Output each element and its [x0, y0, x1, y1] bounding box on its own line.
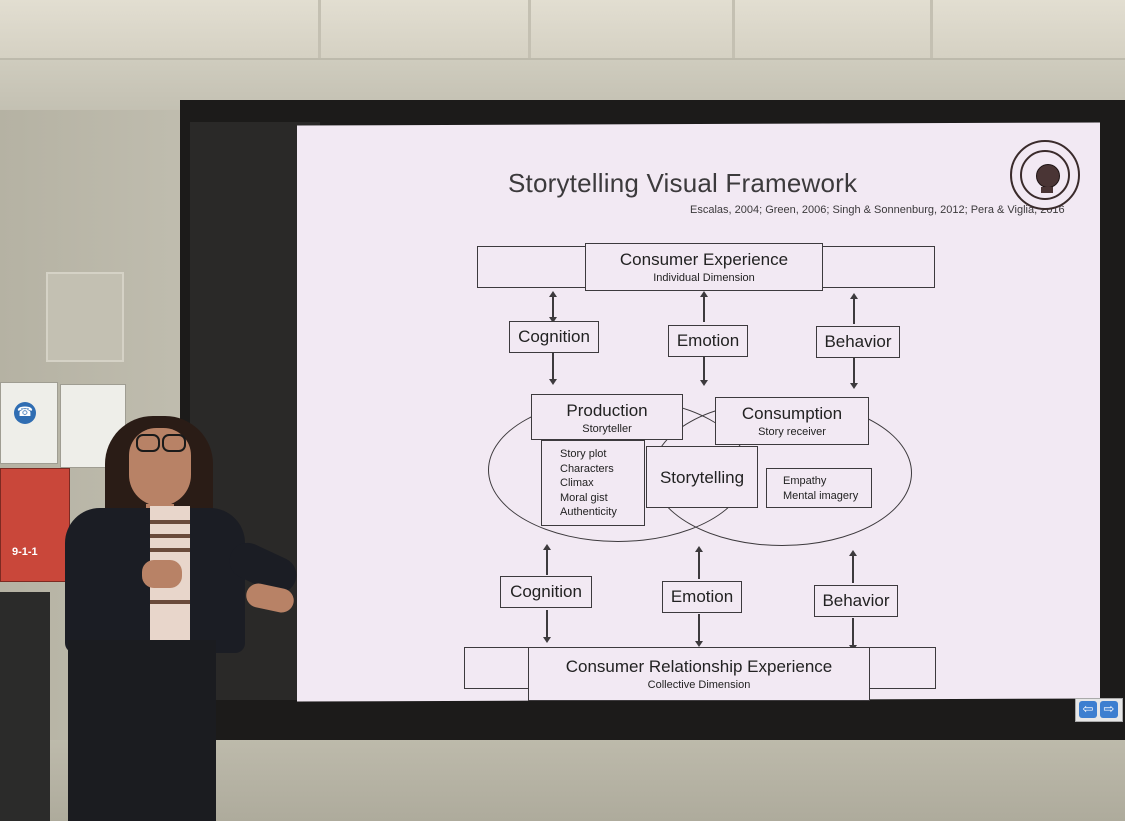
arrow-up-behavior: [850, 293, 857, 324]
top-cognition-label: Cognition: [509, 321, 599, 353]
list-item: Moral gist: [560, 491, 608, 504]
university-seal-icon: [1010, 140, 1080, 210]
ceiling: [0, 0, 1125, 62]
ceiling-seam: [930, 0, 933, 62]
presenter: [60, 410, 310, 821]
blouse-stripe: [150, 534, 190, 538]
podium-stand: [0, 592, 50, 821]
arrow-left-icon[interactable]: ⇦: [1079, 701, 1097, 718]
receiver-effects-list: Empathy Mental imagery: [766, 468, 872, 508]
slide-navigation: ⇦ ⇨: [1075, 698, 1123, 722]
consumer-experience-title: Consumer Experience: [619, 250, 789, 269]
glasses-icon: [136, 434, 188, 452]
production-box: Production Storyteller: [531, 394, 683, 440]
arrow-up-bottom-cognition: [543, 544, 550, 575]
storytelling-label: Storytelling: [646, 446, 758, 508]
list-item: Characters: [560, 462, 614, 475]
arrow-up-cognition: [549, 291, 556, 323]
list-item: Story plot: [560, 448, 607, 460]
ceiling-seam: [528, 0, 531, 62]
arrow-down-behavior: [850, 358, 857, 389]
consumption-subtitle: Story receiver: [758, 426, 826, 438]
phone-icon: ☎: [14, 402, 36, 424]
blouse-stripe: [150, 548, 190, 552]
ceiling-seam: [318, 0, 321, 62]
glasses-lens: [136, 434, 160, 452]
top-emotion-label: Emotion: [668, 325, 748, 357]
globe-stand: [1041, 187, 1053, 193]
bottom-behavior-label: Behavior: [814, 585, 898, 617]
consumption-title: Consumption: [741, 404, 843, 423]
production-subtitle: Storyteller: [582, 423, 632, 435]
consumer-experience-box: Consumer Experience Individual Dimension: [585, 243, 823, 291]
arrow-down-bottom-behavior: [849, 618, 856, 651]
bottom-emotion-label: Emotion: [662, 581, 742, 613]
top-behavior-label: Behavior: [816, 326, 900, 358]
arrow-down-bottom-emotion: [695, 614, 702, 647]
list-item: Mental imagery: [783, 489, 859, 502]
list-item: Authenticity: [560, 506, 617, 518]
blouse-stripe: [150, 520, 190, 524]
arrow-down-bottom-cognition: [543, 610, 550, 643]
globe-icon: [1036, 164, 1060, 188]
relationship-experience-subtitle: Collective Dimension: [647, 679, 751, 691]
arrow-right-icon[interactable]: ⇨: [1100, 701, 1118, 718]
presenter-pants: [68, 640, 216, 821]
slide-title: Storytelling Visual Framework: [508, 168, 858, 198]
arrow-up-bottom-emotion: [695, 546, 702, 579]
seal-ring: [1020, 150, 1070, 200]
arrow-up-emotion: [700, 291, 707, 322]
arrow-up-bottom-behavior: [849, 550, 856, 583]
wall-panel: [46, 272, 124, 362]
ceiling-seam: [732, 0, 735, 62]
consumption-box: Consumption Story receiver: [715, 397, 869, 445]
alert-poster: [0, 382, 58, 464]
emergency-number: 9-1-1: [12, 546, 38, 558]
relationship-experience-title: Consumer Relationship Experience: [565, 657, 833, 676]
bottom-cognition-label: Cognition: [500, 576, 592, 608]
list-item: Empathy: [783, 475, 827, 487]
list-item: Climax: [560, 477, 594, 489]
glasses-lens: [162, 434, 186, 452]
consumer-experience-subtitle: Individual Dimension: [653, 272, 755, 284]
presenter-face: [129, 428, 191, 506]
blouse-stripe: [150, 600, 190, 604]
slide-references: Escalas, 2004; Green, 2006; Singh & Sonn…: [690, 204, 1065, 216]
production-title: Production: [566, 401, 648, 420]
story-elements-list: Story plot Characters Climax Moral gist …: [541, 440, 645, 526]
arrow-down-cognition: [549, 352, 556, 385]
presenter-left-hand: [142, 560, 182, 588]
relationship-experience-box: Consumer Relationship Experience Collect…: [528, 647, 870, 701]
arrow-down-emotion: [700, 355, 707, 386]
